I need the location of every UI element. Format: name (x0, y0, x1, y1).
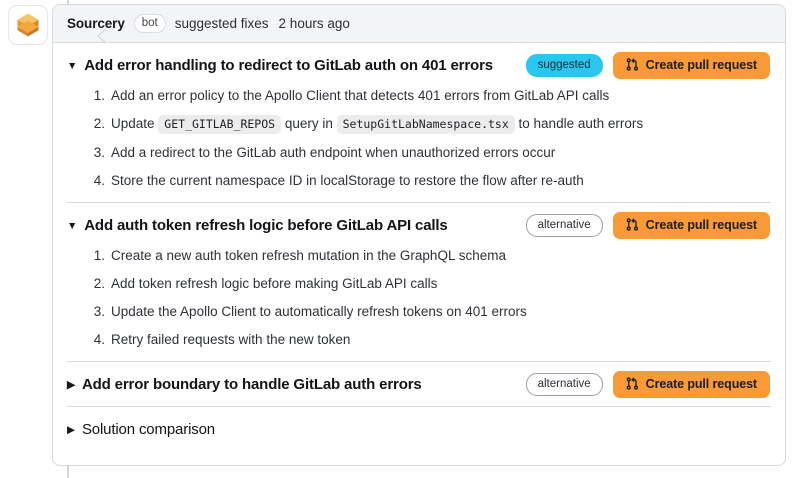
section-header: ▶ Add error boundary to handle GitLab aut… (67, 362, 771, 406)
list-item: Add token refresh logic before making Gi… (89, 275, 438, 292)
git-pull-request-icon (626, 58, 639, 71)
create-pull-request-button[interactable]: Create pull request (612, 370, 770, 398)
section-header: ▼ Add error handling to redirect to GitLa… (67, 43, 771, 87)
create-pull-request-button[interactable]: Create pull request (612, 51, 770, 79)
avatar[interactable] (8, 5, 48, 45)
git-pull-request-icon (626, 377, 639, 390)
suggestion-section: ▶ Add error boundary to handle GitLab aut… (67, 361, 771, 406)
comment-card: Sourcery bot suggested fixes 2 hours ago… (52, 4, 786, 466)
list-item: Update the Apollo Client to automaticall… (89, 303, 527, 320)
inline-code: GET_GITLAB_REPOS (158, 115, 282, 134)
create-pull-request-button[interactable]: Create pull request (612, 211, 770, 239)
section-toggle[interactable]: ▶ Solution comparison (67, 421, 770, 438)
section-title-text: Add error handling to redirect to GitLab… (84, 56, 493, 74)
section-divider (67, 406, 771, 407)
thread-connector-bottom (67, 466, 69, 478)
list-item: Add an error policy to the Apollo Client… (89, 87, 610, 104)
create-pull-request-label: Create pull request (645, 57, 757, 72)
section-header: ▼ Add auth token refresh logic before Git… (67, 203, 771, 247)
status-badge: alternative (525, 372, 603, 396)
chevron-down-icon: ▼ (67, 59, 78, 72)
suggestion-step-list: Add an error policy to the Apollo Client… (67, 87, 771, 202)
chevron-right-icon: ▶ (67, 423, 75, 436)
list-item: Retry failed requests with the new token (89, 331, 351, 348)
list-item: Create a new auth token refresh mutation… (89, 247, 506, 264)
status-badge: suggested (525, 53, 603, 77)
create-pull-request-label: Create pull request (645, 376, 757, 391)
section-divider (67, 202, 771, 203)
section-actions: alternative Create pull request (525, 370, 770, 398)
bot-badge: bot (133, 14, 166, 33)
section-actions: alternative Create pull request (525, 211, 770, 239)
section-title-text: Solution comparison (81, 420, 215, 438)
section-toggle[interactable]: ▶ Add error boundary to handle GitLab aut… (67, 376, 526, 393)
status-badge: alternative (525, 213, 603, 237)
comment-body: ▼ Add error handling to redirect to GitLa… (53, 43, 785, 451)
section-toggle[interactable]: ▼ Add error handling to redirect to GitLa… (67, 57, 526, 74)
suggestion-section: ▼ Add error handling to redirect to GitLa… (67, 43, 771, 202)
list-item: Update GET_GITLAB_REPOS query in SetupGi… (67, 115, 771, 134)
git-pull-request-icon (626, 218, 639, 231)
comment-timestamp: 2 hours ago (278, 16, 350, 31)
list-item: Add a redirect to the GitLab auth endpoi… (89, 144, 556, 161)
section-actions: suggested Create pull request (525, 51, 770, 79)
section-title-text: Add error boundary to handle GitLab auth… (81, 375, 422, 393)
suggestion-section: ▼ Add auth token refresh logic before Git… (67, 202, 771, 361)
inline-code: SetupGitLabNamespace.tsx (336, 115, 515, 134)
comment-header: Sourcery bot suggested fixes 2 hours ago (53, 5, 785, 43)
suggestion-step-list: Create a new auth token refresh mutation… (67, 247, 771, 361)
suggestion-section: ▶ Solution comparison (67, 406, 771, 451)
list-item: Store the current namespace ID in localS… (89, 172, 584, 189)
chevron-right-icon: ▶ (67, 378, 75, 391)
create-pull-request-label: Create pull request (645, 217, 757, 232)
section-header: ▶ Solution comparison (67, 407, 771, 451)
card-pointer-arrow-inner (98, 28, 108, 44)
section-divider (67, 361, 771, 362)
comment-action-text: suggested fixes (174, 16, 269, 31)
comment-author[interactable]: Sourcery (67, 16, 125, 31)
section-toggle[interactable]: ▼ Add auth token refresh logic before Git… (67, 217, 526, 234)
section-title-text: Add auth token refresh logic before GitL… (84, 216, 448, 234)
sourcery-cube-logo-icon (14, 11, 42, 39)
chevron-down-icon: ▼ (67, 219, 78, 232)
